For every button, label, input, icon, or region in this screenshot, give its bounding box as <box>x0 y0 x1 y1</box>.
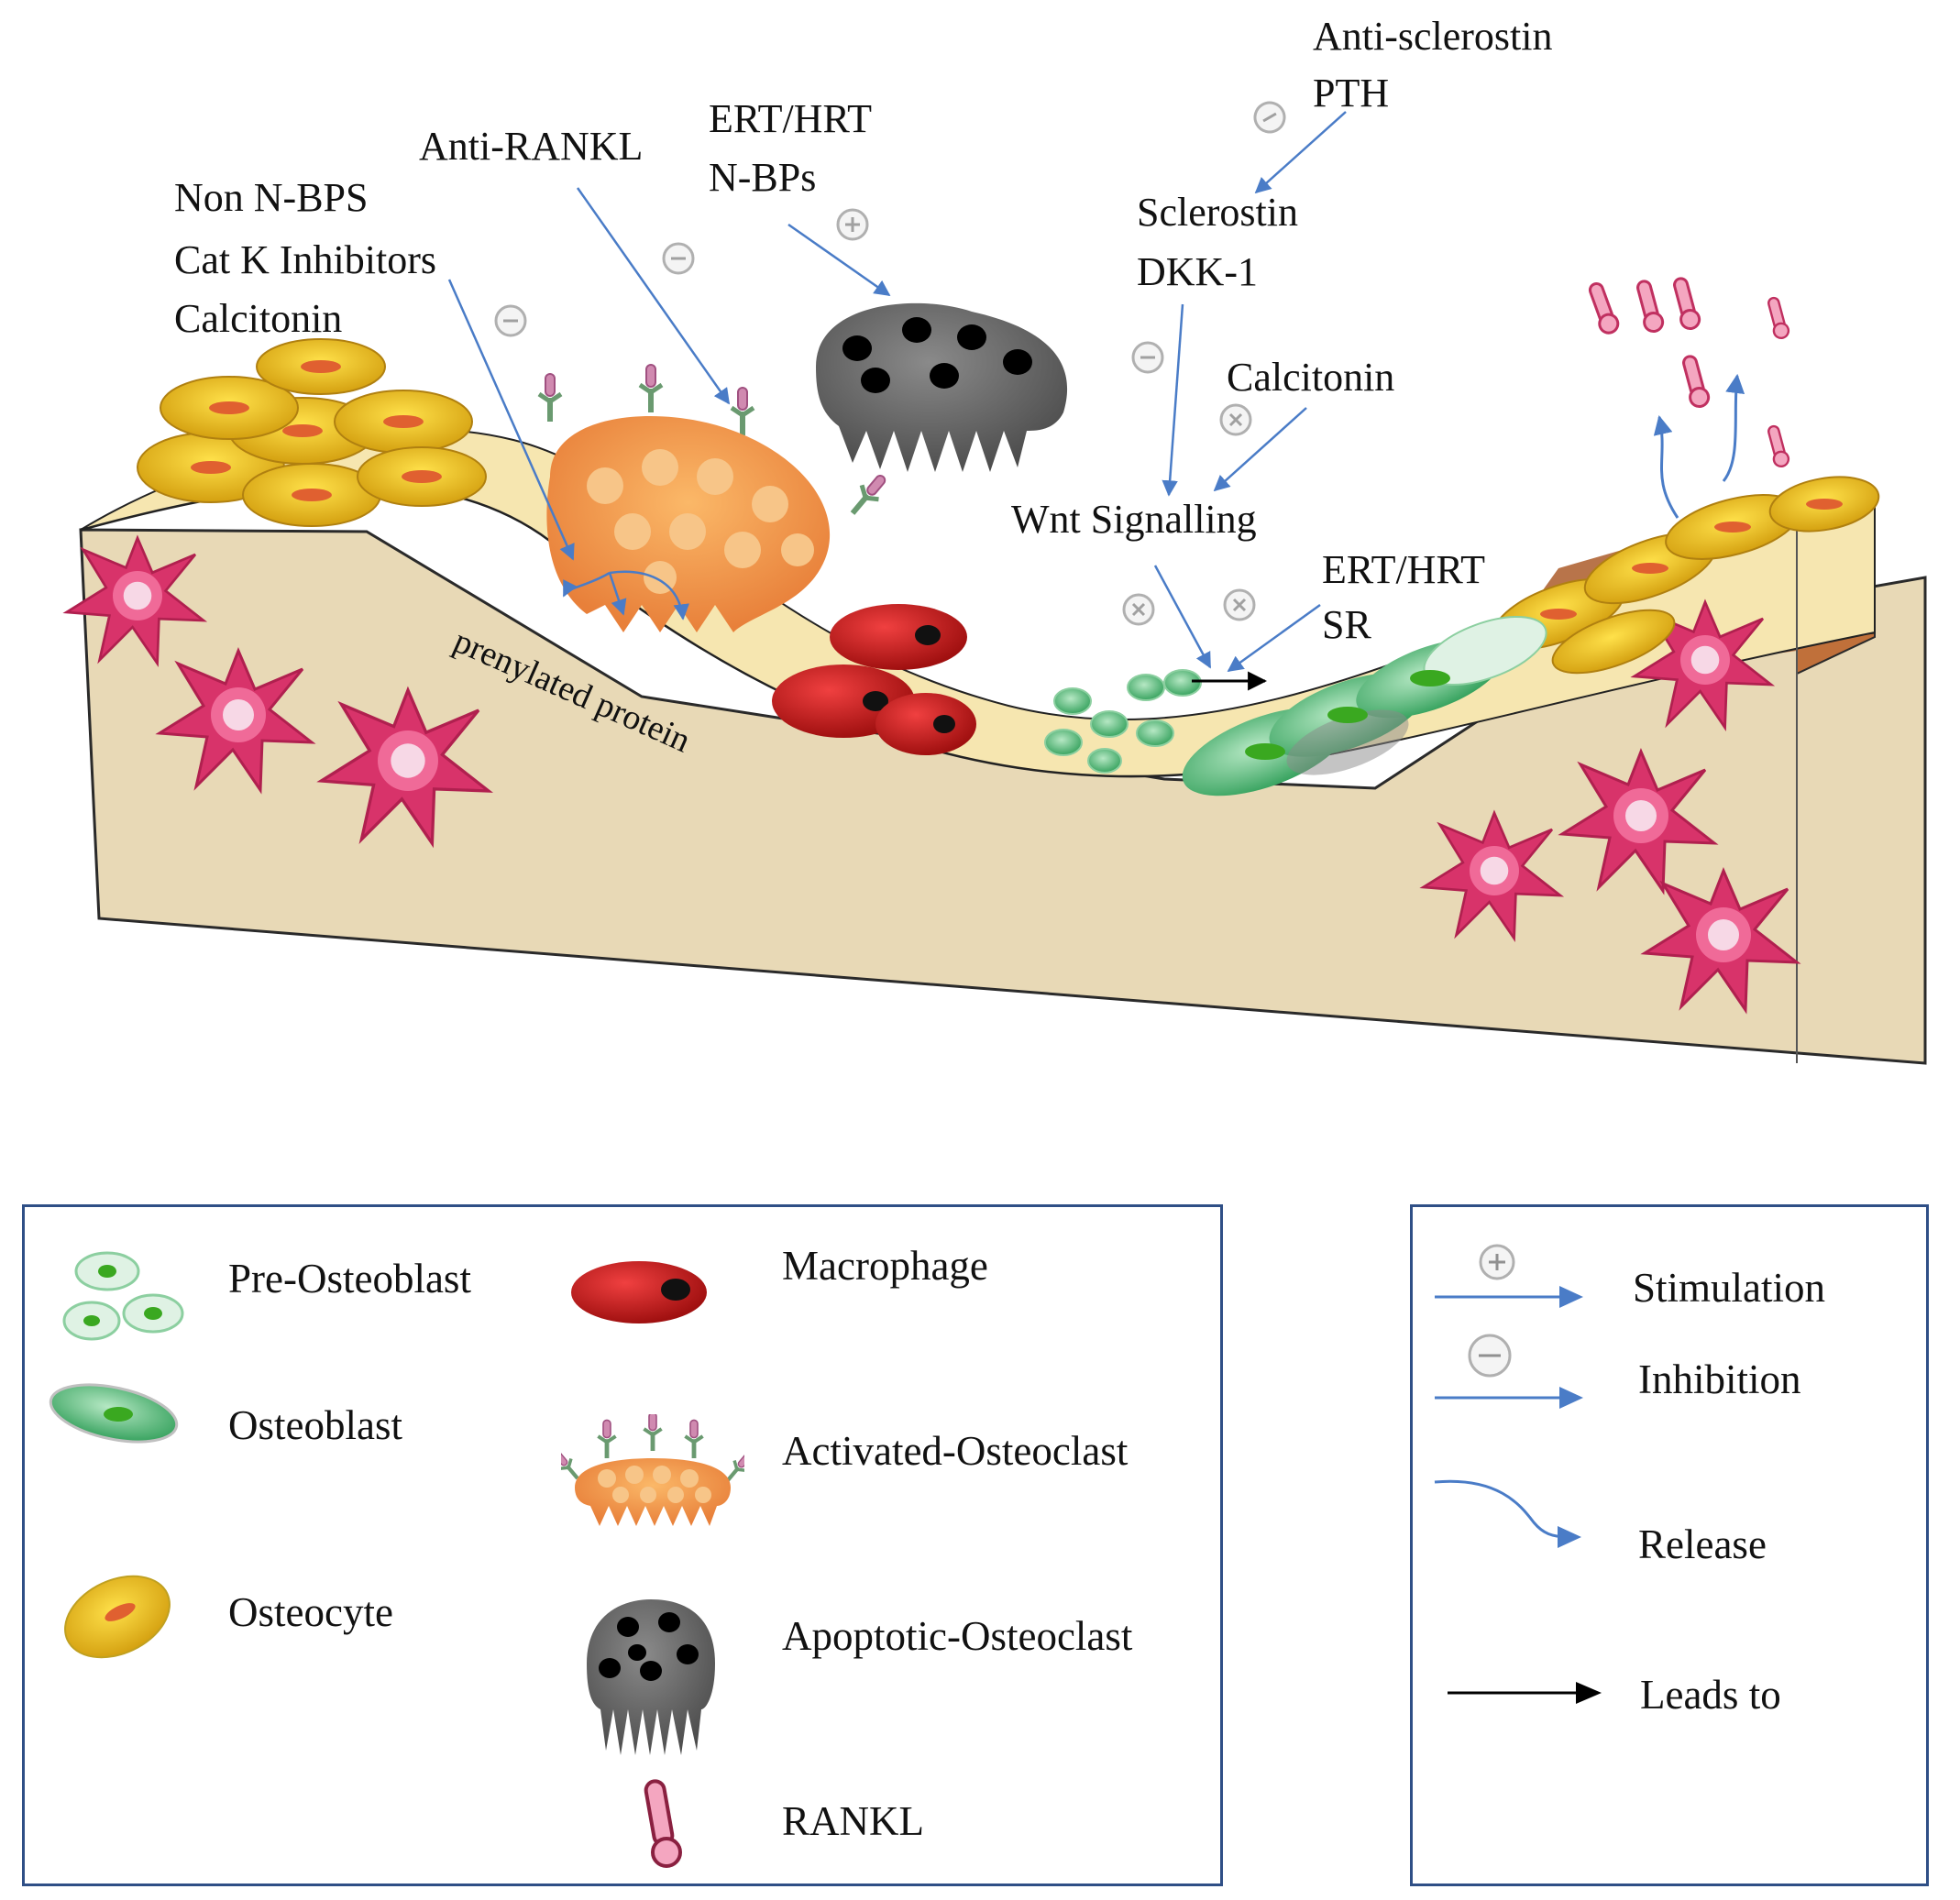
label-n-bps: N-BPs <box>709 155 817 200</box>
pathway-arrows <box>447 111 1347 673</box>
arrow-legend: Stimulation Inhibition Release Leads to <box>1410 1204 1929 1886</box>
cell-legend: Pre-Osteoblast Osteoblast Osteocyte Macr… <box>22 1204 1223 1886</box>
apoptotic-osteoclast-icon <box>587 1599 715 1755</box>
osteoblast-icon <box>49 1383 179 1444</box>
legend-label-inhibition: Inhibition <box>1638 1356 1801 1402</box>
rankl-molecules <box>1584 275 1791 469</box>
bone-remodeling-illustration <box>65 95 1927 1065</box>
legend-label-leads-to: Leads to <box>1640 1672 1781 1718</box>
label-cat-k-inhibitors: Cat K Inhibitors <box>174 237 436 282</box>
label-wnt-signalling: Wnt Signalling <box>1011 497 1257 542</box>
release-arrow-icon <box>1434 1479 1581 1548</box>
label-calcitonin-left: Calcitonin <box>174 296 343 341</box>
release-arrows <box>1653 373 1745 519</box>
label-sr: SR <box>1322 602 1371 647</box>
legend-label-release: Release <box>1638 1521 1767 1567</box>
legend-label-activated-osteoclast: Activated-Osteoclast <box>782 1428 1129 1474</box>
legend-label-osteocyte: Osteocyte <box>228 1589 393 1635</box>
activated-osteoclast-icon <box>561 1414 744 1526</box>
label-pth: PTH <box>1313 71 1390 115</box>
rankl-icon <box>644 1779 682 1868</box>
label-calcitonin-right: Calcitonin <box>1227 355 1395 400</box>
pre-osteoblasts <box>1044 669 1202 774</box>
legend-label-stimulation: Stimulation <box>1633 1265 1826 1311</box>
macrophages <box>772 604 976 755</box>
legend-label-apoptotic-osteoclast: Apoptotic-Osteoclast <box>782 1613 1133 1659</box>
leads-to-arrow-icon <box>1448 1682 1602 1704</box>
pre-osteoblast-icon <box>62 1251 184 1341</box>
osteocyte-icon <box>64 1575 171 1659</box>
osteoblasts <box>1182 616 1547 796</box>
label-anti-rankl: Anti-RANKL <box>419 124 644 169</box>
stimulation-arrow-icon <box>1435 1244 1583 1308</box>
legend-label-pre-osteoblast: Pre-Osteoblast <box>228 1256 471 1301</box>
macrophage-icon <box>571 1261 707 1323</box>
lining-cells-left <box>137 338 487 527</box>
legend-label-rankl: RANKL <box>782 1798 924 1844</box>
activated-osteoclast <box>539 365 892 632</box>
legend-label-macrophage: Macrophage <box>782 1243 988 1289</box>
label-dkk1: DKK-1 <box>1137 249 1258 294</box>
label-ert-hrt-top: ERT/HRT <box>709 96 873 141</box>
inhibition-arrow-icon <box>1435 1334 1583 1409</box>
label-sclerostin: Sclerostin <box>1137 190 1298 235</box>
label-anti-sclerostin: Anti-sclerostin <box>1313 14 1553 59</box>
apoptotic-osteoclast <box>816 302 1068 472</box>
label-non-nbps: Non N-BPS <box>174 175 369 220</box>
legend-label-osteoblast: Osteoblast <box>228 1402 402 1448</box>
bone-block <box>79 428 1927 1065</box>
label-ert-hrt-sr: ERT/HRT <box>1322 547 1486 592</box>
